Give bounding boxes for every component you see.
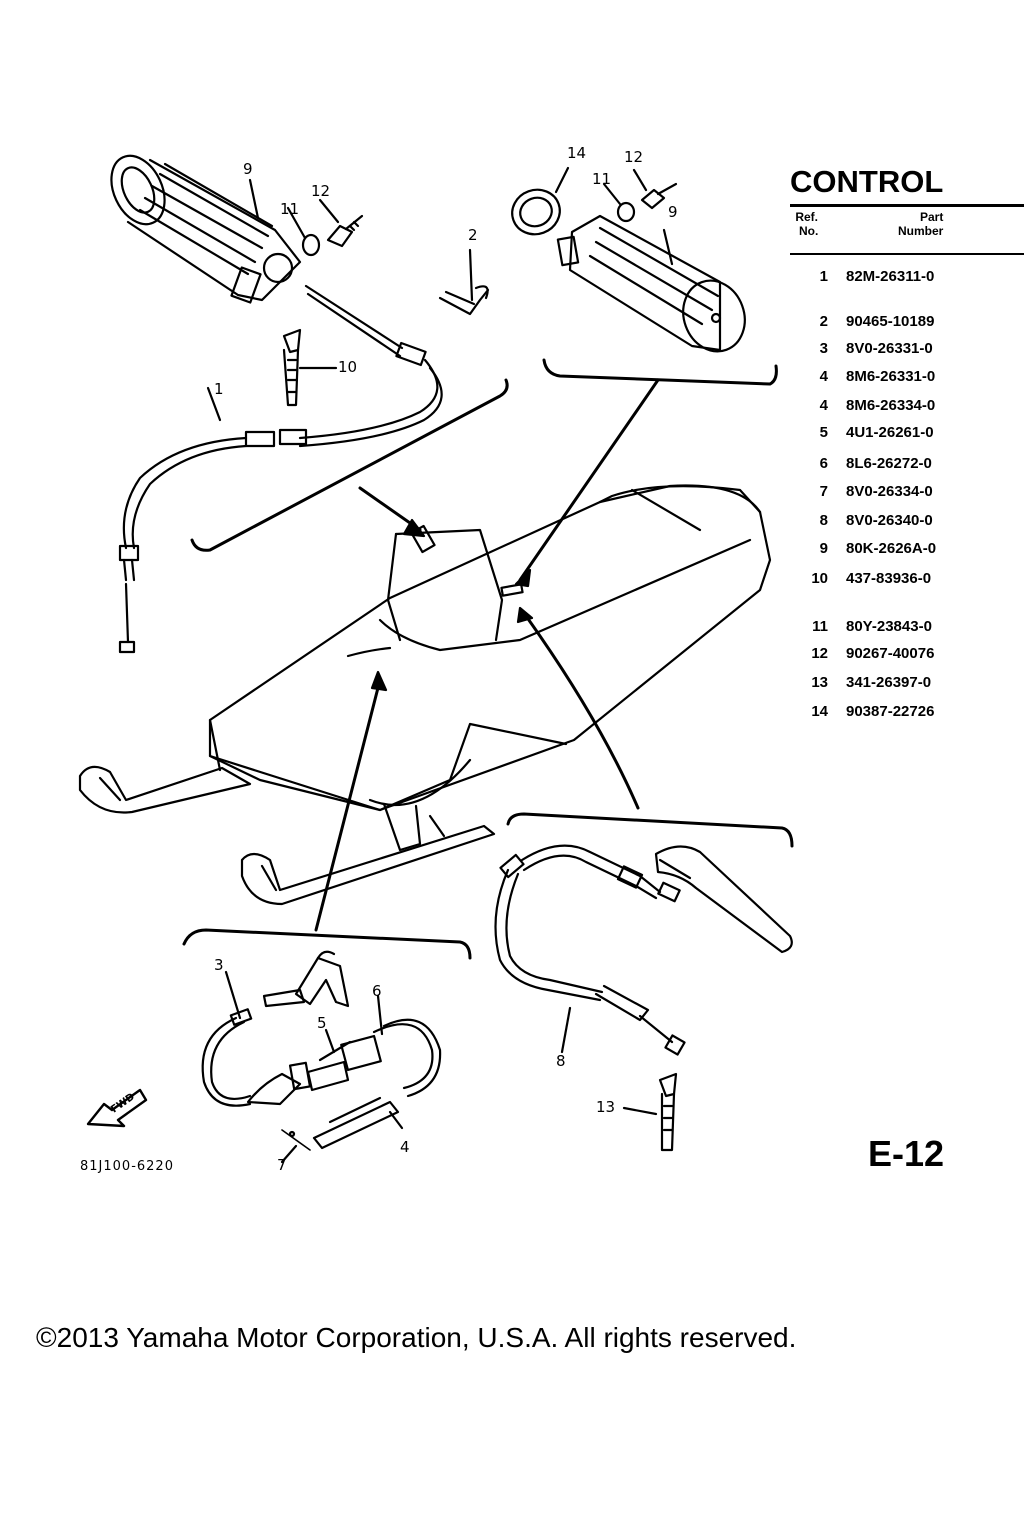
callout-2: 2	[468, 226, 478, 244]
clip-part-2	[438, 248, 490, 316]
callout-8: 8	[556, 1052, 566, 1070]
callout-3: 3	[214, 956, 224, 974]
table-header-rule	[790, 253, 1024, 255]
choke-knob	[262, 950, 350, 1008]
callout-13: 13	[596, 1098, 616, 1116]
header-part-line1: Part	[920, 210, 944, 224]
fwd-arrow-icon	[86, 1088, 148, 1128]
callout-14: 14	[567, 144, 587, 162]
header-part-line2: Number	[898, 224, 944, 238]
header-ref-line1: Ref.	[795, 210, 818, 224]
right-washer	[616, 201, 636, 223]
header-ref: Ref. No.	[795, 210, 818, 238]
table-top-rule	[790, 204, 1024, 207]
left-screw	[326, 214, 364, 248]
right-screw	[640, 182, 678, 210]
callout-1: 1	[214, 380, 224, 398]
callout-7: 7	[277, 1156, 287, 1174]
callout-4: 4	[400, 1138, 410, 1156]
callout-11-right: 11	[592, 170, 612, 188]
callout-12-right: 12	[624, 148, 644, 166]
choke-hose-4	[312, 1096, 400, 1150]
left-grip	[110, 154, 302, 304]
callout-11-left: 11	[280, 200, 300, 218]
cable-tie-10	[282, 328, 338, 407]
choke-hose-6	[372, 1018, 442, 1098]
callout-5: 5	[317, 1014, 327, 1032]
cable-tie-13	[658, 1072, 678, 1152]
left-washer	[301, 233, 321, 257]
header-part: Part Number	[898, 210, 943, 238]
callout-9-left: 9	[243, 160, 253, 178]
diagram-title: CONTROL	[790, 164, 944, 199]
callout-9-right: 9	[668, 203, 678, 221]
callout-10: 10	[338, 358, 358, 376]
choke-cable-3	[201, 1008, 302, 1107]
snowmobile-body	[78, 484, 772, 906]
throttle-cable-1	[118, 284, 443, 654]
right-grip	[556, 214, 746, 353]
header-ref-line2: No.	[799, 224, 819, 238]
choke-plunger-5	[288, 1034, 382, 1092]
copyright-notice: ©2013 Yamaha Motor Corporation, U.S.A. A…	[36, 1322, 797, 1353]
callout-12-left: 12	[311, 182, 331, 200]
figure-code: 81J100-6220	[80, 1159, 174, 1174]
grip-end-14	[511, 188, 561, 236]
brake-cable-8	[494, 844, 686, 1056]
callout-6: 6	[372, 982, 382, 1000]
page-code: E-12	[868, 1133, 945, 1174]
brake-lever	[654, 845, 793, 954]
